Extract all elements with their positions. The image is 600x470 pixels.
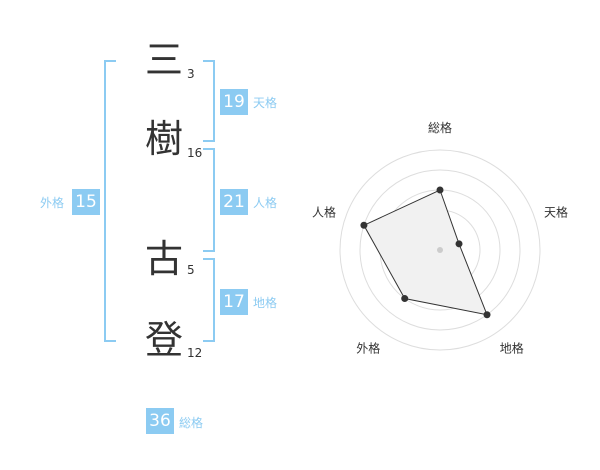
soukaku-value: 36 <box>146 408 174 434</box>
radar-point-5 <box>360 221 368 229</box>
name-char-3: 古 <box>144 237 183 281</box>
radar-point-2 <box>455 240 463 248</box>
soukaku-label: 総格 <box>179 416 204 430</box>
radar-point-3 <box>483 311 491 319</box>
radar-axis-label-2: 天格 <box>544 204 568 219</box>
jinkaku-bracket <box>203 148 215 252</box>
name-char-1: 三 <box>144 38 183 82</box>
radar-axis-label-1: 総格 <box>428 120 452 135</box>
stroke-count-1: 3 <box>187 67 195 81</box>
radar-grid-ring <box>359 169 521 331</box>
jinkaku-value: 21 <box>220 189 248 215</box>
stroke-count-4: 12 <box>187 346 203 360</box>
name-char-4: 登 <box>144 318 183 362</box>
tenkaku-label: 天格 <box>253 96 278 110</box>
tenkaku-bracket <box>203 60 215 142</box>
gaikaku-value: 15 <box>72 189 100 215</box>
radar-point-4 <box>401 295 409 303</box>
name-char-2: 樹 <box>144 117 183 161</box>
radar-axis-label-5: 人格 <box>312 204 336 219</box>
chikaku-value: 17 <box>220 289 248 315</box>
radar-axis-label-3: 地格 <box>500 341 524 356</box>
radar-center-dot <box>437 247 443 253</box>
radar-data-area <box>363 189 488 316</box>
stroke-count-3: 5 <box>187 263 195 277</box>
stroke-count-2: 16 <box>187 146 203 160</box>
radar-axis-label-4: 外格 <box>356 341 380 356</box>
jinkaku-label: 人格 <box>253 196 278 210</box>
gaikaku-bracket <box>104 60 116 342</box>
tenkaku-value: 19 <box>220 89 248 115</box>
chikaku-bracket <box>203 258 215 342</box>
gaikaku-label: 外格 <box>40 196 65 210</box>
radar-grid-ring <box>339 149 541 351</box>
radar-point-1 <box>436 186 444 194</box>
chikaku-label: 地格 <box>253 296 278 310</box>
